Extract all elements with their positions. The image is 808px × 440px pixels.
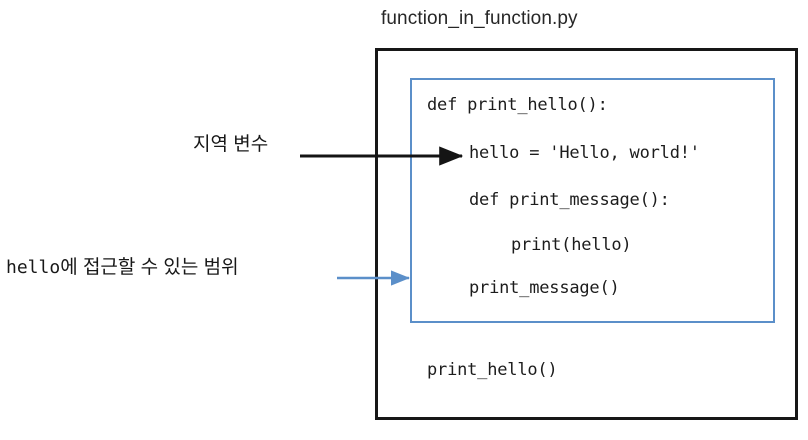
code-line-def-print-message: def print_message(): [469, 190, 670, 210]
code-line-print-message-call: print_message() [469, 278, 620, 298]
function-scope-box [410, 78, 775, 323]
module-scope-box [375, 48, 798, 420]
code-line-hello-assignment: hello = 'Hello, world!' [469, 143, 700, 163]
annotation-hello-mono-part: hello [6, 257, 61, 278]
code-line-print-hello-call: print(hello) [511, 235, 632, 255]
annotation-hello-korean-part: 에 접근할 수 있는 범위 [60, 257, 239, 278]
file-title: function_in_function.py [381, 8, 578, 29]
code-line-def-print-hello: def print_hello(): [427, 95, 608, 115]
annotation-local-variable-label: 지역 변수 [193, 134, 269, 155]
annotation-hello-scope-label: hello에 접근할 수 있는 범위 [6, 256, 239, 280]
code-line-module-level-call: print_hello() [427, 360, 558, 380]
